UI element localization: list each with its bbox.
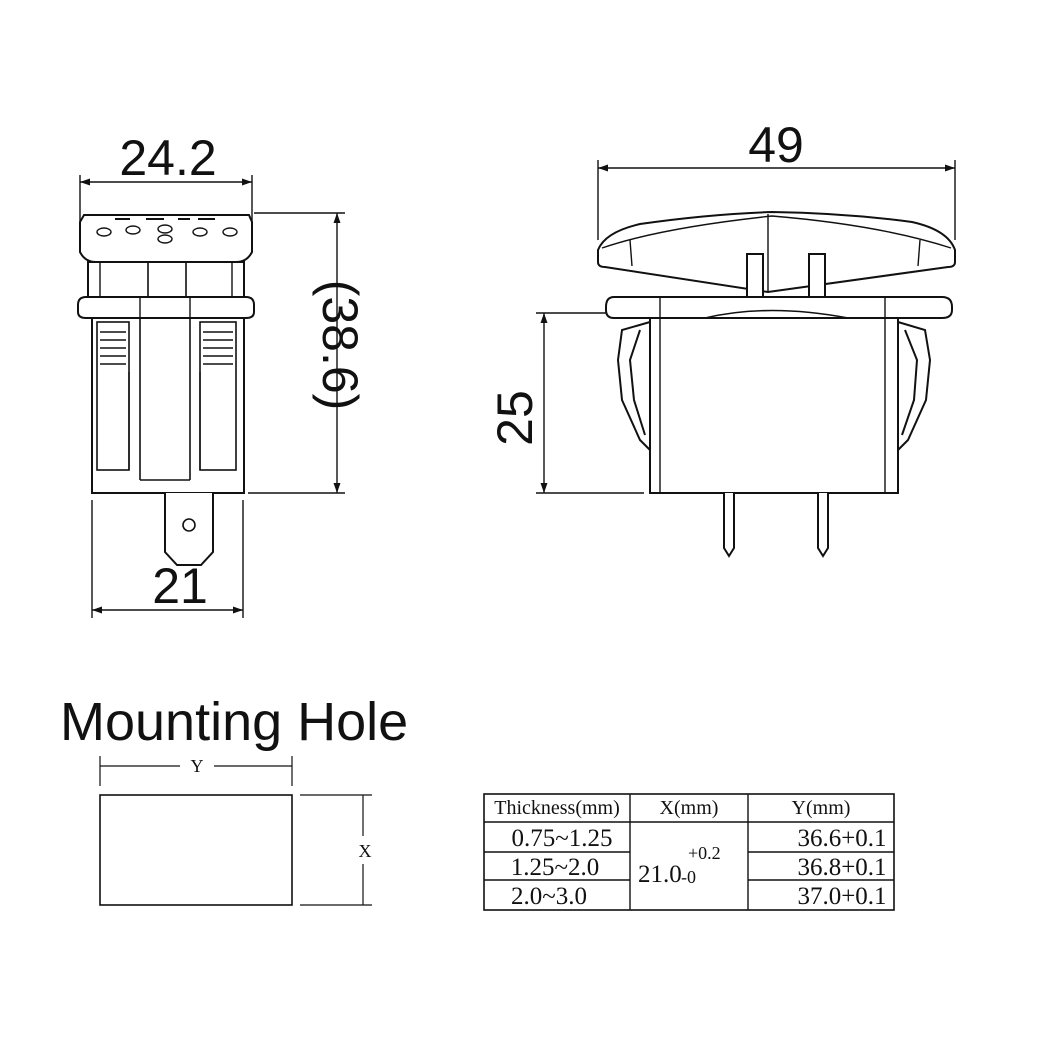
- table-header-y: Y(mm): [792, 797, 851, 819]
- mounting-hole-section: Mounting Hole Y X Thickness(mm) X(mm) Y(…: [60, 692, 895, 911]
- dimension-21: 21: [152, 558, 208, 614]
- table-cell-thickness: 0.75~1.25: [511, 825, 612, 852]
- side-terminal-left: [723, 493, 735, 558]
- left-side-clip: [616, 321, 651, 451]
- table-cell-x-base: 21.0: [638, 861, 682, 888]
- dimension-38-6: (38.6): [312, 280, 368, 411]
- table-cell-x-lower-tolerance: -0: [681, 867, 696, 887]
- rocker-cap: [79, 214, 253, 263]
- mounting-hole-outline: [99, 794, 293, 906]
- table-header-thickness: Thickness(mm): [494, 797, 620, 819]
- table-cell-y: 37.0+0.1: [797, 883, 886, 910]
- cap-dots: [96, 218, 238, 244]
- side-terminal-right: [817, 493, 829, 558]
- front-view: 24.2: [77, 130, 368, 618]
- mounting-hole-table: Thickness(mm) X(mm) Y(mm) 0.75~1.25 1.25…: [483, 793, 895, 911]
- table-header-x: X(mm): [660, 797, 719, 819]
- table-cell-thickness: 2.0~3.0: [511, 883, 587, 910]
- x-label: X: [359, 841, 372, 861]
- side-bezel-flange: [605, 296, 953, 319]
- terminal: [164, 493, 214, 566]
- right-side-clip: [897, 321, 932, 451]
- dimension-25: 25: [487, 390, 543, 446]
- y-label: Y: [191, 756, 204, 776]
- clip-ridges: [100, 331, 233, 470]
- mounting-hole-title: Mounting Hole: [60, 692, 408, 752]
- rocker-top: [597, 210, 956, 294]
- switch-neck: [87, 261, 245, 298]
- table-cell-y: 36.8+0.1: [797, 854, 886, 881]
- dimension-24-2: 24.2: [119, 130, 216, 186]
- side-body: [649, 317, 899, 494]
- side-view: 49 25: [487, 117, 956, 558]
- table-cell-thickness: 1.25~2.0: [511, 854, 600, 881]
- table-cell-x-upper-tolerance: +0.2: [688, 843, 721, 863]
- switch-body: [91, 317, 245, 494]
- dimension-49: 49: [748, 117, 804, 173]
- table-cell-y: 36.6+0.1: [797, 825, 886, 852]
- terminal-hole: [182, 518, 196, 532]
- bezel-flange: [77, 296, 255, 319]
